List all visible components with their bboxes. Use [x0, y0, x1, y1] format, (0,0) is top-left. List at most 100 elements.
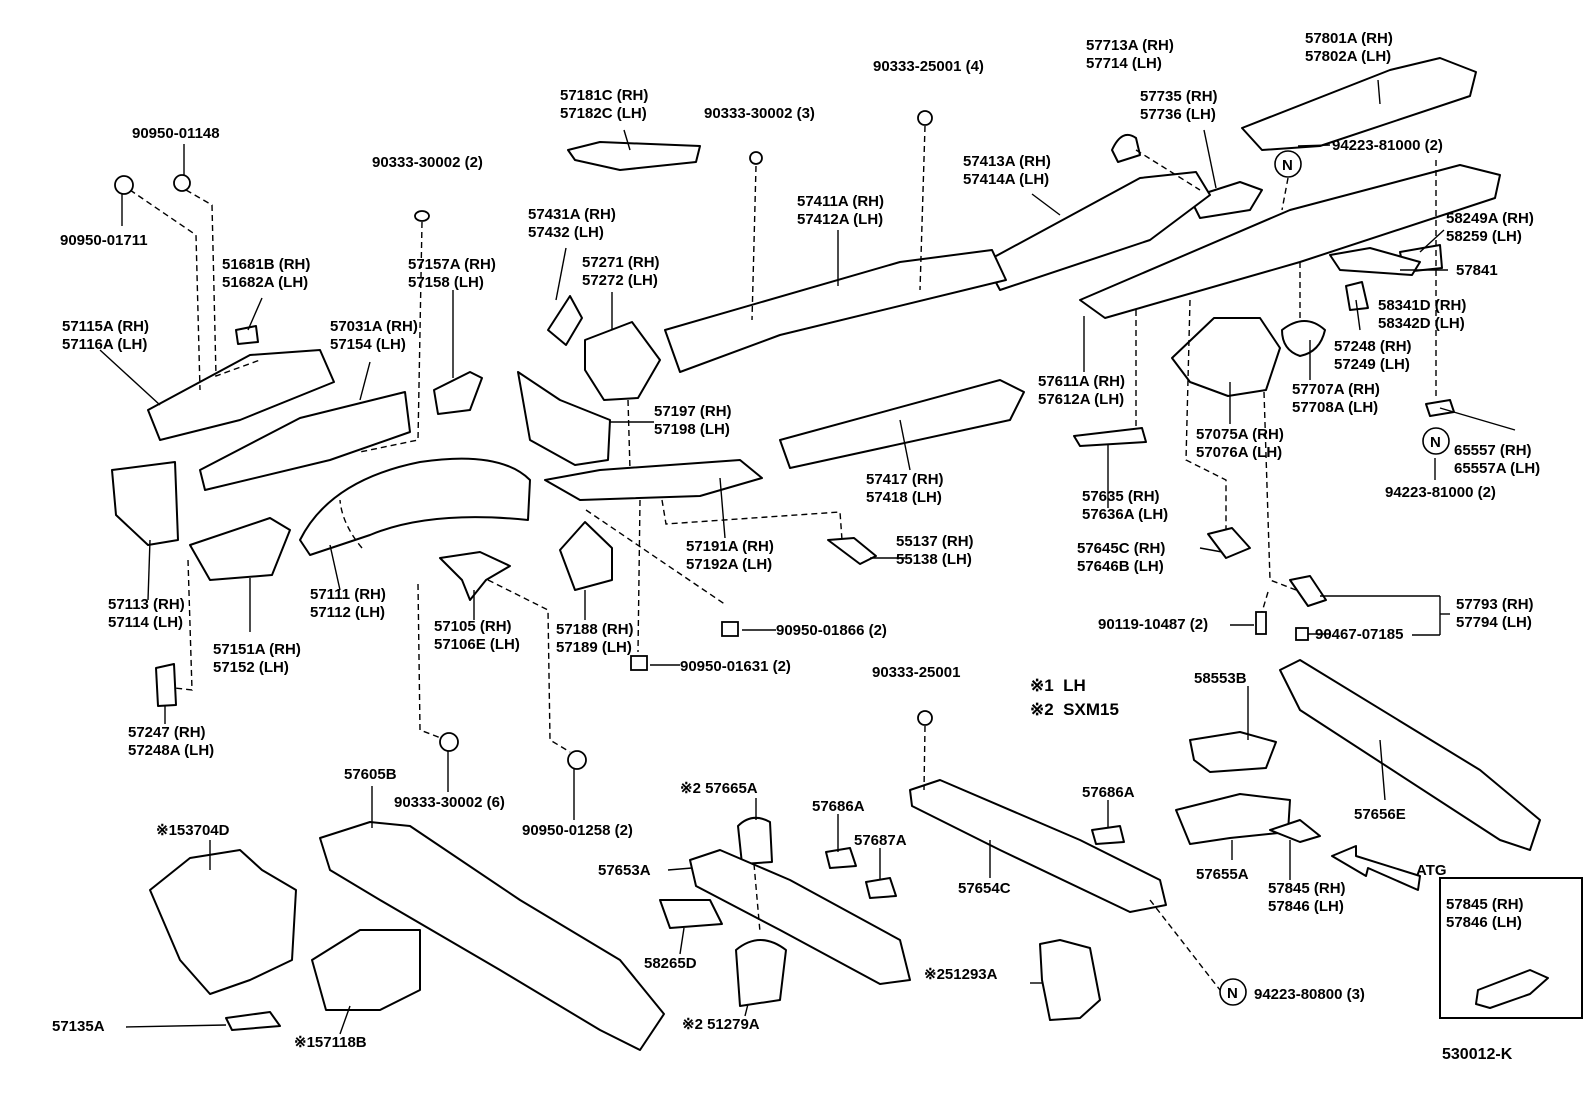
part-57655a: [1175, 793, 1291, 845]
label-90333-30002-3: 90333-30002 (3): [704, 105, 815, 122]
label-57271: 57271 (RH)57272 (LH): [582, 254, 660, 289]
clip-90950-01711-icon: [114, 175, 134, 195]
label-90950-01148: 90950-01148: [132, 125, 220, 142]
label-57611a: 57611A (RH)57612A (LH): [1038, 373, 1125, 408]
atg-box-label: 57845 (RH)57846 (LH): [1446, 896, 1524, 931]
part-57188: [559, 521, 613, 591]
label-57197: 57197 (RH)57198 (LH): [654, 403, 732, 438]
part-57653a: [689, 849, 911, 985]
part-57605b: [319, 821, 665, 1051]
part-57135a: [225, 1011, 281, 1031]
leader-lines: [99, 79, 1516, 1035]
part-55137: [827, 537, 877, 565]
part-57793: [1289, 575, 1327, 607]
part-57656e: [1279, 659, 1541, 851]
part-58341d: [1345, 281, 1369, 311]
part-57635: [1073, 427, 1147, 447]
label-57655a: 57655A: [1196, 866, 1249, 883]
plug-90333-30002-3-icon: [749, 151, 763, 165]
legend: ※1 LH ※2 SXM15: [1030, 674, 1119, 722]
part-57411a: [664, 249, 1007, 373]
label-57248: 57248 (RH)57249 (LH): [1334, 338, 1412, 373]
label-90950-01866: 90950-01866 (2): [776, 622, 887, 639]
label-90333-30002-2: 90333-30002 (2): [372, 154, 483, 171]
nut-90950-01866-icon: [721, 621, 739, 637]
label-90333-30002-6: 90333-30002 (6): [394, 794, 505, 811]
part-57151a: [189, 517, 291, 581]
label-57841: 57841: [1456, 262, 1498, 279]
part-57686a-left: [825, 847, 857, 869]
n-mark-icon: N: [1219, 978, 1247, 1006]
label-57151a: 57151A (RH)57152 (LH): [213, 641, 301, 676]
n-marks: N N N: [1219, 150, 1450, 1006]
part-53704d: [149, 849, 297, 995]
label-57707a: 57707A (RH)57708A (LH): [1292, 381, 1380, 416]
part-57431a: [547, 295, 583, 346]
bolt-90119-10487-icon: [1255, 611, 1267, 635]
label-94223-81000-top: 94223-81000 (2): [1332, 137, 1443, 154]
part-57075a: [1171, 317, 1281, 397]
label-90950-01711: 90950-01711: [60, 232, 148, 249]
label-57635: 57635 (RH)57636A (LH): [1082, 488, 1169, 523]
svg-text:N: N: [1282, 157, 1293, 174]
atg-callout: [1331, 845, 1583, 1019]
label-94223-81000-mid: 94223-81000 (2): [1385, 484, 1496, 501]
label-90333-25001: 90333-25001: [872, 664, 961, 681]
label-57686a-right: 57686A: [1082, 784, 1135, 801]
svg-text:N: N: [1227, 985, 1238, 1002]
label-58553b: 58553B: [1194, 670, 1247, 687]
label-57845: 57845 (RH)57846 (LH): [1268, 880, 1346, 915]
part-57115a: [147, 349, 335, 441]
part-57845-main: [1269, 819, 1321, 843]
legend-item-2: ※2 SXM15: [1030, 700, 1119, 719]
label-57188: 57188 (RH)57189 (LH): [556, 621, 634, 656]
label-58265d: 58265D: [644, 955, 697, 972]
plug-90333-30002-6-icon: [439, 732, 459, 752]
label-57075a: 57075A (RH)57076A (LH): [1196, 426, 1284, 461]
part-57118b: [311, 929, 421, 1011]
part-57841: [1329, 247, 1421, 276]
label-57687a: 57687A: [854, 832, 907, 849]
part-57735: [1189, 181, 1263, 219]
part-57191a: [544, 459, 763, 501]
clip-90950-01148-icon: [173, 174, 191, 192]
part-57713a: [1111, 134, 1141, 163]
part-57801a: [1241, 57, 1477, 151]
label-57713a: 57713A (RH)57714 (LH): [1086, 37, 1174, 72]
n-mark-icon: N: [1274, 150, 1302, 178]
part-57665a: [737, 816, 773, 865]
plug-90333-25001-4-icon: [917, 110, 933, 126]
label-57118b: ※157118B: [294, 1034, 367, 1051]
label-57031a: 57031A (RH)57154 (LH): [330, 318, 418, 353]
part-57413a: [984, 171, 1211, 291]
plug-90333-30002-icon: [414, 210, 430, 222]
label-51293a: ※251293A: [924, 966, 998, 983]
label-57411a: 57411A (RH)57412A (LH): [797, 193, 884, 228]
label-57656e: 57656E: [1354, 806, 1406, 823]
label-57105: 57105 (RH)57106E (LH): [434, 618, 520, 653]
label-57686a-left: 57686A: [812, 798, 865, 815]
legend-item-1: ※1 LH: [1030, 676, 1086, 695]
part-57111: [299, 457, 531, 556]
label-65557: 65557 (RH)65557A (LH): [1454, 442, 1541, 477]
label-57413a: 57413A (RH)57414A (LH): [963, 153, 1051, 188]
part-57686a-right: [1091, 825, 1125, 845]
part-57157a: [433, 371, 483, 415]
label-90467-07185: 90467-07185: [1315, 626, 1404, 643]
label-57645c: 57645C (RH)57646B (LH): [1077, 540, 1166, 575]
part-57113: [111, 461, 179, 546]
dashed-connectors: [129, 125, 1437, 991]
part-51681b: [235, 325, 259, 345]
label-57735: 57735 (RH)57736 (LH): [1140, 88, 1218, 123]
label-57111: 57111 (RH)57112 (LH): [310, 586, 386, 621]
label-57665a: ※2 57665A: [680, 780, 758, 797]
part-57031a: [199, 391, 411, 491]
label-57247: 57247 (RH)57248A (LH): [128, 724, 215, 759]
label-55137: 55137 (RH)55138 (LH): [896, 533, 974, 568]
label-51279a: ※2 51279A: [682, 1016, 760, 1033]
part-57247: [155, 663, 177, 707]
plug-90333-25001-icon: [917, 710, 933, 726]
part-57687a: [865, 877, 897, 899]
